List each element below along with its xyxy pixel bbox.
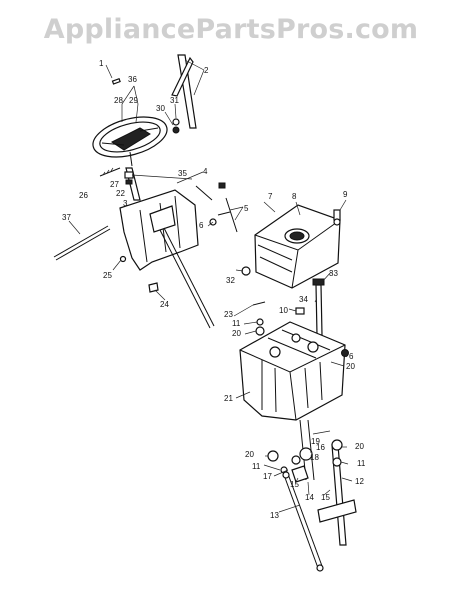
callout-13: 13 bbox=[270, 511, 279, 520]
washer-32 bbox=[241, 266, 251, 276]
callout-20c: 20 bbox=[355, 442, 364, 451]
fuel-tank bbox=[254, 204, 341, 289]
wheel-cap bbox=[111, 77, 121, 85]
callout-8: 8 bbox=[292, 192, 297, 201]
callout-2: 2 bbox=[204, 66, 209, 75]
fuel-cap-vent bbox=[333, 209, 341, 226]
throttle-rod bbox=[53, 225, 111, 261]
callout-15a: 15 bbox=[290, 480, 299, 489]
linkage-assembly bbox=[267, 419, 315, 483]
callout-9: 9 bbox=[343, 190, 348, 199]
callout-23: 23 bbox=[224, 310, 233, 319]
callout-33: 33 bbox=[329, 269, 338, 278]
steering-shaft bbox=[124, 167, 141, 201]
callout-35: 35 bbox=[178, 169, 187, 178]
lever-assembly bbox=[195, 182, 238, 233]
label-24 bbox=[148, 282, 159, 293]
leader-lines bbox=[68, 59, 353, 513]
callout-labels: 1 2 36 28 29 30 31 35 27 22 26 3 4 5 6 3… bbox=[62, 59, 366, 520]
battery-box bbox=[239, 321, 346, 421]
callout-20a: 20 bbox=[232, 329, 241, 338]
callout-11a: 11 bbox=[232, 319, 241, 328]
wheel-nut bbox=[172, 118, 180, 134]
callout-6b: 6 bbox=[349, 352, 354, 361]
steering-rod bbox=[171, 54, 197, 129]
callout-34: 34 bbox=[299, 295, 308, 304]
spindle-shaft bbox=[317, 439, 357, 546]
callout-20d: 20 bbox=[245, 450, 254, 459]
dash-tower bbox=[119, 189, 199, 271]
callout-17: 17 bbox=[263, 472, 272, 481]
callout-15b: 15 bbox=[321, 493, 330, 502]
callout-32: 32 bbox=[226, 276, 235, 285]
callout-1: 1 bbox=[99, 59, 104, 68]
callout-10: 10 bbox=[279, 306, 288, 315]
callout-24: 24 bbox=[160, 300, 169, 309]
callout-37: 37 bbox=[62, 213, 71, 222]
callout-7: 7 bbox=[268, 192, 273, 201]
spring-23 bbox=[252, 301, 266, 336]
callout-22: 22 bbox=[116, 189, 125, 198]
callout-27: 27 bbox=[110, 180, 119, 189]
callout-11b: 11 bbox=[252, 462, 261, 471]
callout-5: 5 bbox=[244, 204, 249, 213]
fitting-10 bbox=[295, 307, 305, 315]
watermark-text: AppliancePartsPros.com bbox=[43, 14, 419, 45]
callout-16: 16 bbox=[316, 443, 325, 452]
callout-31: 31 bbox=[170, 96, 179, 105]
callout-30: 30 bbox=[156, 104, 165, 113]
drag-link bbox=[159, 227, 215, 329]
callout-3: 3 bbox=[123, 199, 128, 208]
callout-36: 36 bbox=[128, 75, 137, 84]
bolt-33 bbox=[312, 278, 325, 336]
steering-wheel bbox=[92, 116, 168, 167]
callout-12: 12 bbox=[355, 477, 364, 486]
callout-11c: 11 bbox=[357, 459, 366, 468]
callout-25: 25 bbox=[103, 271, 112, 280]
callout-28: 28 bbox=[114, 96, 123, 105]
callout-20b: 20 bbox=[346, 362, 355, 371]
callout-21: 21 bbox=[224, 394, 233, 403]
callout-18: 18 bbox=[310, 453, 319, 462]
callout-14: 14 bbox=[305, 493, 314, 502]
callout-19: 19 bbox=[311, 437, 320, 446]
bolt-26 bbox=[99, 167, 121, 177]
tie-rod-13 bbox=[282, 471, 324, 572]
callout-4: 4 bbox=[203, 167, 208, 176]
callout-26: 26 bbox=[79, 191, 88, 200]
callout-6a: 6 bbox=[199, 221, 204, 230]
screw-25 bbox=[119, 255, 127, 263]
callout-29: 29 bbox=[129, 96, 138, 105]
